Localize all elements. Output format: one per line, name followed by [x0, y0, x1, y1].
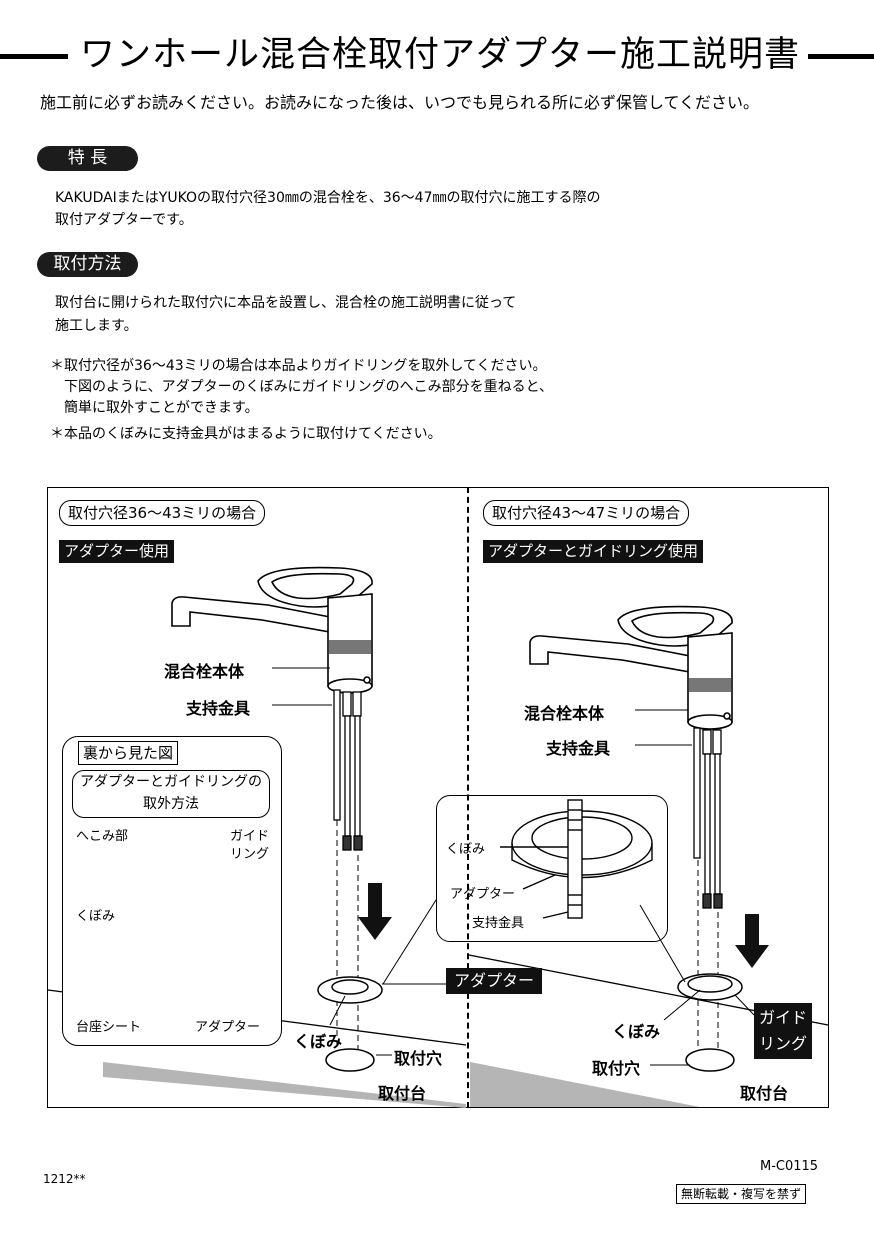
left-use-label: アダプター使用	[59, 540, 175, 563]
footer-left: 1212**	[43, 1172, 86, 1186]
note-line-4: ＊本品のくぼみに支持金具がはまるように取付けてください。	[50, 426, 442, 442]
diagram-frame	[47, 487, 829, 1108]
inset-title: 裏から見た図	[78, 741, 179, 765]
left-hole-label: 取付穴	[394, 1049, 443, 1068]
method-badge: 取付方法	[37, 252, 138, 277]
title-rule-left	[0, 54, 68, 59]
hoses-left	[333, 689, 363, 851]
footer-code: M-C0115	[760, 1159, 819, 1174]
right-base-label: 取付台	[740, 1084, 789, 1103]
right-faucet-label: 混合栓本体	[524, 704, 605, 723]
adapter-tag: アダプター	[446, 968, 543, 994]
inset-hollow-label: くぼみ	[76, 909, 116, 924]
left-hollow-label: くぼみ	[294, 1032, 343, 1051]
adapter-left	[317, 976, 383, 1072]
method-line-1: 取付台に開けられた取付穴に本品を設置し、混合栓の施工説明書に従って	[55, 295, 517, 311]
page-title: ワンホール混合栓取付アダプター施工説明書	[79, 35, 800, 75]
title-rule-right	[808, 54, 874, 59]
inset-seat-label: 台座シート	[76, 1020, 142, 1035]
inset-dent-label: へこみ部	[76, 829, 129, 844]
inset-subtitle: アダプターとガイドリングの 取外方法	[72, 770, 270, 818]
footer-notice: 無断転載・複写を禁ず	[676, 1184, 807, 1204]
right-guide-tag-line-1: ガイド	[758, 1008, 807, 1027]
inset-subtitle-line-1: アダプターとガイドリングの	[80, 774, 262, 790]
left-bracket-label: 支持金具	[186, 699, 251, 718]
inset-adapter-label: アダプター	[195, 1020, 261, 1035]
right-guide-tag-line-2: リング	[758, 1034, 807, 1053]
adapter-right	[677, 973, 743, 1072]
zoom-art	[500, 799, 653, 919]
faucet-right	[529, 605, 733, 730]
left-base-label: 取付台	[378, 1084, 427, 1103]
zoom-bracket-label: 支持金具	[472, 916, 525, 931]
features-badge: 特 長	[37, 146, 138, 171]
right-case-label: 取付穴径43～47ミリの場合	[483, 500, 690, 526]
left-case-label: 取付穴径36～43ミリの場合	[59, 500, 266, 526]
features-line-2: 取付アダプターです。	[55, 212, 193, 228]
inset-guide-label-2: リング	[230, 847, 270, 862]
note-line-2: 下図のように、アダプターのくぼみにガイドリングのへこみ部分を重ねると、	[50, 379, 554, 395]
arrow-down-left-icon	[358, 883, 392, 940]
zoom-callout	[436, 795, 668, 942]
inset-guide-label-1: ガイド	[230, 829, 270, 844]
inset-subtitle-line-2: 取外方法	[143, 796, 199, 812]
diagram-divider	[467, 487, 469, 1108]
zoom-hollow-label: くぼみ	[446, 842, 486, 857]
right-hollow-label: くぼみ	[612, 1022, 661, 1041]
zoom-adapter-label: アダプター	[450, 887, 516, 902]
faucet-left	[171, 566, 373, 694]
note-line-1: ＊取付穴径が36～43ミリの場合は本品よりガイドリングを取外してください。	[50, 358, 547, 374]
left-faucet-label: 混合栓本体	[164, 662, 245, 681]
right-bracket-label: 支持金具	[546, 739, 611, 758]
right-guide-tag: ガイド リング	[754, 1003, 812, 1059]
note-line-3: 簡単に取外すことができます。	[50, 400, 259, 416]
method-line-2: 施工します。	[55, 318, 138, 334]
hoses-right	[693, 727, 723, 909]
right-hole-label: 取付穴	[592, 1059, 641, 1078]
intro-text: 施工前に必ずお読みください。お読みになった後は、いつでも見られる所に必ず保管して…	[40, 93, 760, 112]
right-use-label: アダプターとガイドリング使用	[483, 540, 704, 563]
arrow-down-right-icon	[735, 914, 769, 968]
title-row: ワンホール混合栓取付アダプター施工説明書	[0, 30, 874, 84]
features-line-1: KAKUDAIまたはYUKOの取付穴径30㎜の混合栓を、36～47㎜の取付穴に施…	[55, 190, 601, 206]
